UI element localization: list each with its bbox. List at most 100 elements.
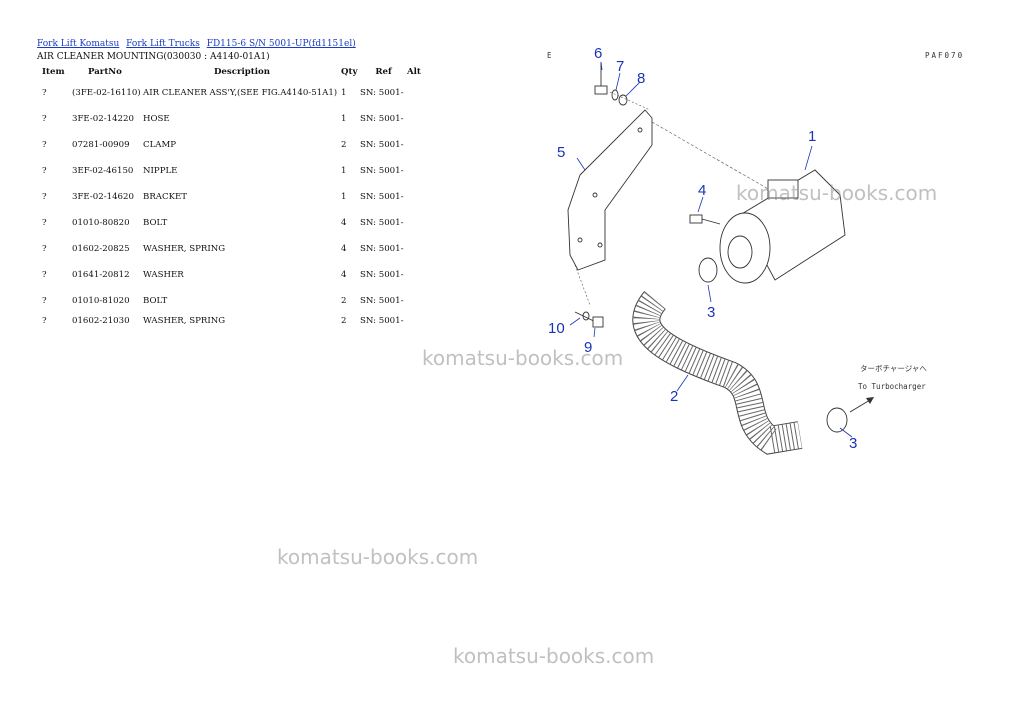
callout-1: 1 <box>808 128 816 145</box>
cell-alt <box>407 105 427 131</box>
cell-ref: SN: 5001- <box>360 88 404 98</box>
cell-partno: 3FE-02-14220 <box>72 114 134 124</box>
cell-qty: 1 <box>341 192 347 202</box>
callout-3-upper: 3 <box>707 304 715 321</box>
cell-item: ? <box>42 218 47 228</box>
cell-alt <box>407 183 427 209</box>
page-subtitle: AIR CLEANER MOUNTING(030030 : A4140-01A1… <box>37 52 270 62</box>
cell-ref: SN: 5001- <box>360 166 404 176</box>
cell-partno: 01010-81020 <box>72 296 130 306</box>
callout-9: 9 <box>584 339 592 356</box>
watermark: komatsu-books.com <box>736 181 938 205</box>
callouts: 6 7 8 5 1 4 3 10 9 2 3 <box>548 45 857 452</box>
cell-description: CLAMP <box>143 140 177 150</box>
turbocharger-label-jp: ターボチャージャへ <box>860 364 927 373</box>
callout-8: 8 <box>637 70 645 87</box>
nipple-drawing <box>689 214 721 225</box>
cell-description: BRACKET <box>143 192 187 202</box>
cell-ref: SN: 5001- <box>360 316 404 326</box>
parts-table: Item PartNo Description Qty Ref Alt ?(3F… <box>37 65 427 333</box>
cell-partno: 01602-21030 <box>72 316 130 326</box>
cell-qty: 1 <box>341 88 347 98</box>
cell-item: ? <box>42 88 47 98</box>
header-description: Description <box>213 67 270 77</box>
cell-partno: (3FE-02-16110) <box>72 88 141 98</box>
cell-alt <box>407 313 427 333</box>
cell-qty: 4 <box>341 218 347 228</box>
cell-ref: SN: 5001- <box>360 244 404 254</box>
nut-8-drawing <box>618 94 628 106</box>
cell-description: WASHER <box>143 270 184 280</box>
cell-qty: 2 <box>341 316 347 326</box>
cell-alt <box>407 209 427 235</box>
header-alt: Alt <box>407 67 421 77</box>
cell-item: ? <box>42 270 47 280</box>
hose-drawing <box>632 291 803 455</box>
breadcrumb-link-model[interactable]: FD115-6 S/N 5001-UP(fd1151el) <box>206 39 356 49</box>
bracket-drawing <box>567 109 653 271</box>
table-row: ? 01602-20825 WASHER, SPRING 4 SN: 5001- <box>37 235 427 261</box>
cell-partno: 3FE-02-14620 <box>72 192 134 202</box>
cell-partno: 01010-80820 <box>72 218 130 228</box>
callout-2: 2 <box>670 388 678 405</box>
cell-alt <box>407 157 427 183</box>
cell-qty: 1 <box>341 166 347 176</box>
header-item: Item <box>42 67 65 77</box>
cell-qty: 1 <box>341 114 347 124</box>
cell-alt <box>407 79 427 105</box>
cell-item: ? <box>42 166 47 176</box>
cell-alt <box>407 131 427 157</box>
cell-item: ? <box>42 192 47 202</box>
header-partno: PartNo <box>88 67 122 77</box>
cell-qty: 4 <box>341 244 347 254</box>
table-row: ? 3FE-02-14620 BRACKET 1 SN: 5001- <box>37 183 427 209</box>
cell-description: WASHER, SPRING <box>143 244 226 254</box>
cell-ref: SN: 5001- <box>360 296 404 306</box>
cell-partno: 01641-20812 <box>72 270 130 280</box>
cell-item: ? <box>42 296 47 306</box>
cell-description: NIPPLE <box>143 166 178 176</box>
callout-7: 7 <box>616 58 624 75</box>
table-row: ? (3FE-02-16110)AIR CLEANER ASS'Y,(SEE FI… <box>37 79 427 105</box>
cell-item: ? <box>42 114 47 124</box>
cell-ref: SN: 5001- <box>360 192 404 202</box>
diagram-code: PAF070 <box>925 51 964 60</box>
parts-diagram: E PAF070 <box>547 45 964 455</box>
breadcrumb: Fork Lift Komatsu Fork Lift Trucks FD115… <box>37 39 360 49</box>
header-ref: Ref <box>375 67 392 77</box>
cell-partno: 07281-00909 <box>72 140 130 150</box>
bolt-10-drawing <box>574 311 604 328</box>
breadcrumb-link-fork-lift-trucks[interactable]: Fork Lift Trucks <box>126 39 200 49</box>
air-cleaner-drawing <box>719 169 846 284</box>
cell-ref: SN: 5001- <box>360 114 404 124</box>
cell-qty: 4 <box>341 270 347 280</box>
watermark: komatsu-books.com <box>453 644 655 668</box>
callout-10: 10 <box>548 320 565 337</box>
callout-4: 4 <box>698 182 706 199</box>
cell-ref: SN: 5001- <box>360 140 404 150</box>
cell-description: WASHER, SPRING <box>143 316 226 326</box>
cell-description: BOLT <box>143 218 168 228</box>
cell-alt <box>407 235 427 261</box>
table-row: ? 01010-80820 BOLT 4 SN: 5001- <box>37 209 427 235</box>
watermark: komatsu-books.com <box>422 346 624 370</box>
table-row: ? 01602-21030 WASHER, SPRING 2 SN: 5001- <box>37 313 427 333</box>
cell-partno: 3EF-02-46150 <box>72 166 134 176</box>
cell-item: ? <box>42 316 47 326</box>
bolt-6-drawing <box>594 62 608 95</box>
watermark: komatsu-books.com <box>277 545 479 569</box>
cell-description: AIR CLEANER ASS'Y,(SEE FIG.A4140-51A1) <box>143 88 338 98</box>
callout-3-lower: 3 <box>849 435 857 452</box>
cell-item: ? <box>42 244 47 254</box>
diagram-corner-mark: E <box>547 51 552 60</box>
cell-description: HOSE <box>143 114 170 124</box>
breadcrumb-link-fork-lift-komatsu[interactable]: Fork Lift Komatsu <box>37 39 120 49</box>
cell-partno: 01602-20825 <box>72 244 130 254</box>
clamp-upper-drawing <box>698 257 718 283</box>
cell-ref: SN: 5001- <box>360 218 404 228</box>
table-row: ? 3EF-02-46150 NIPPLE 1 SN: 5001- <box>37 157 427 183</box>
table-row: ? 3FE-02-14220 HOSE 1 SN: 5001- <box>37 105 427 131</box>
